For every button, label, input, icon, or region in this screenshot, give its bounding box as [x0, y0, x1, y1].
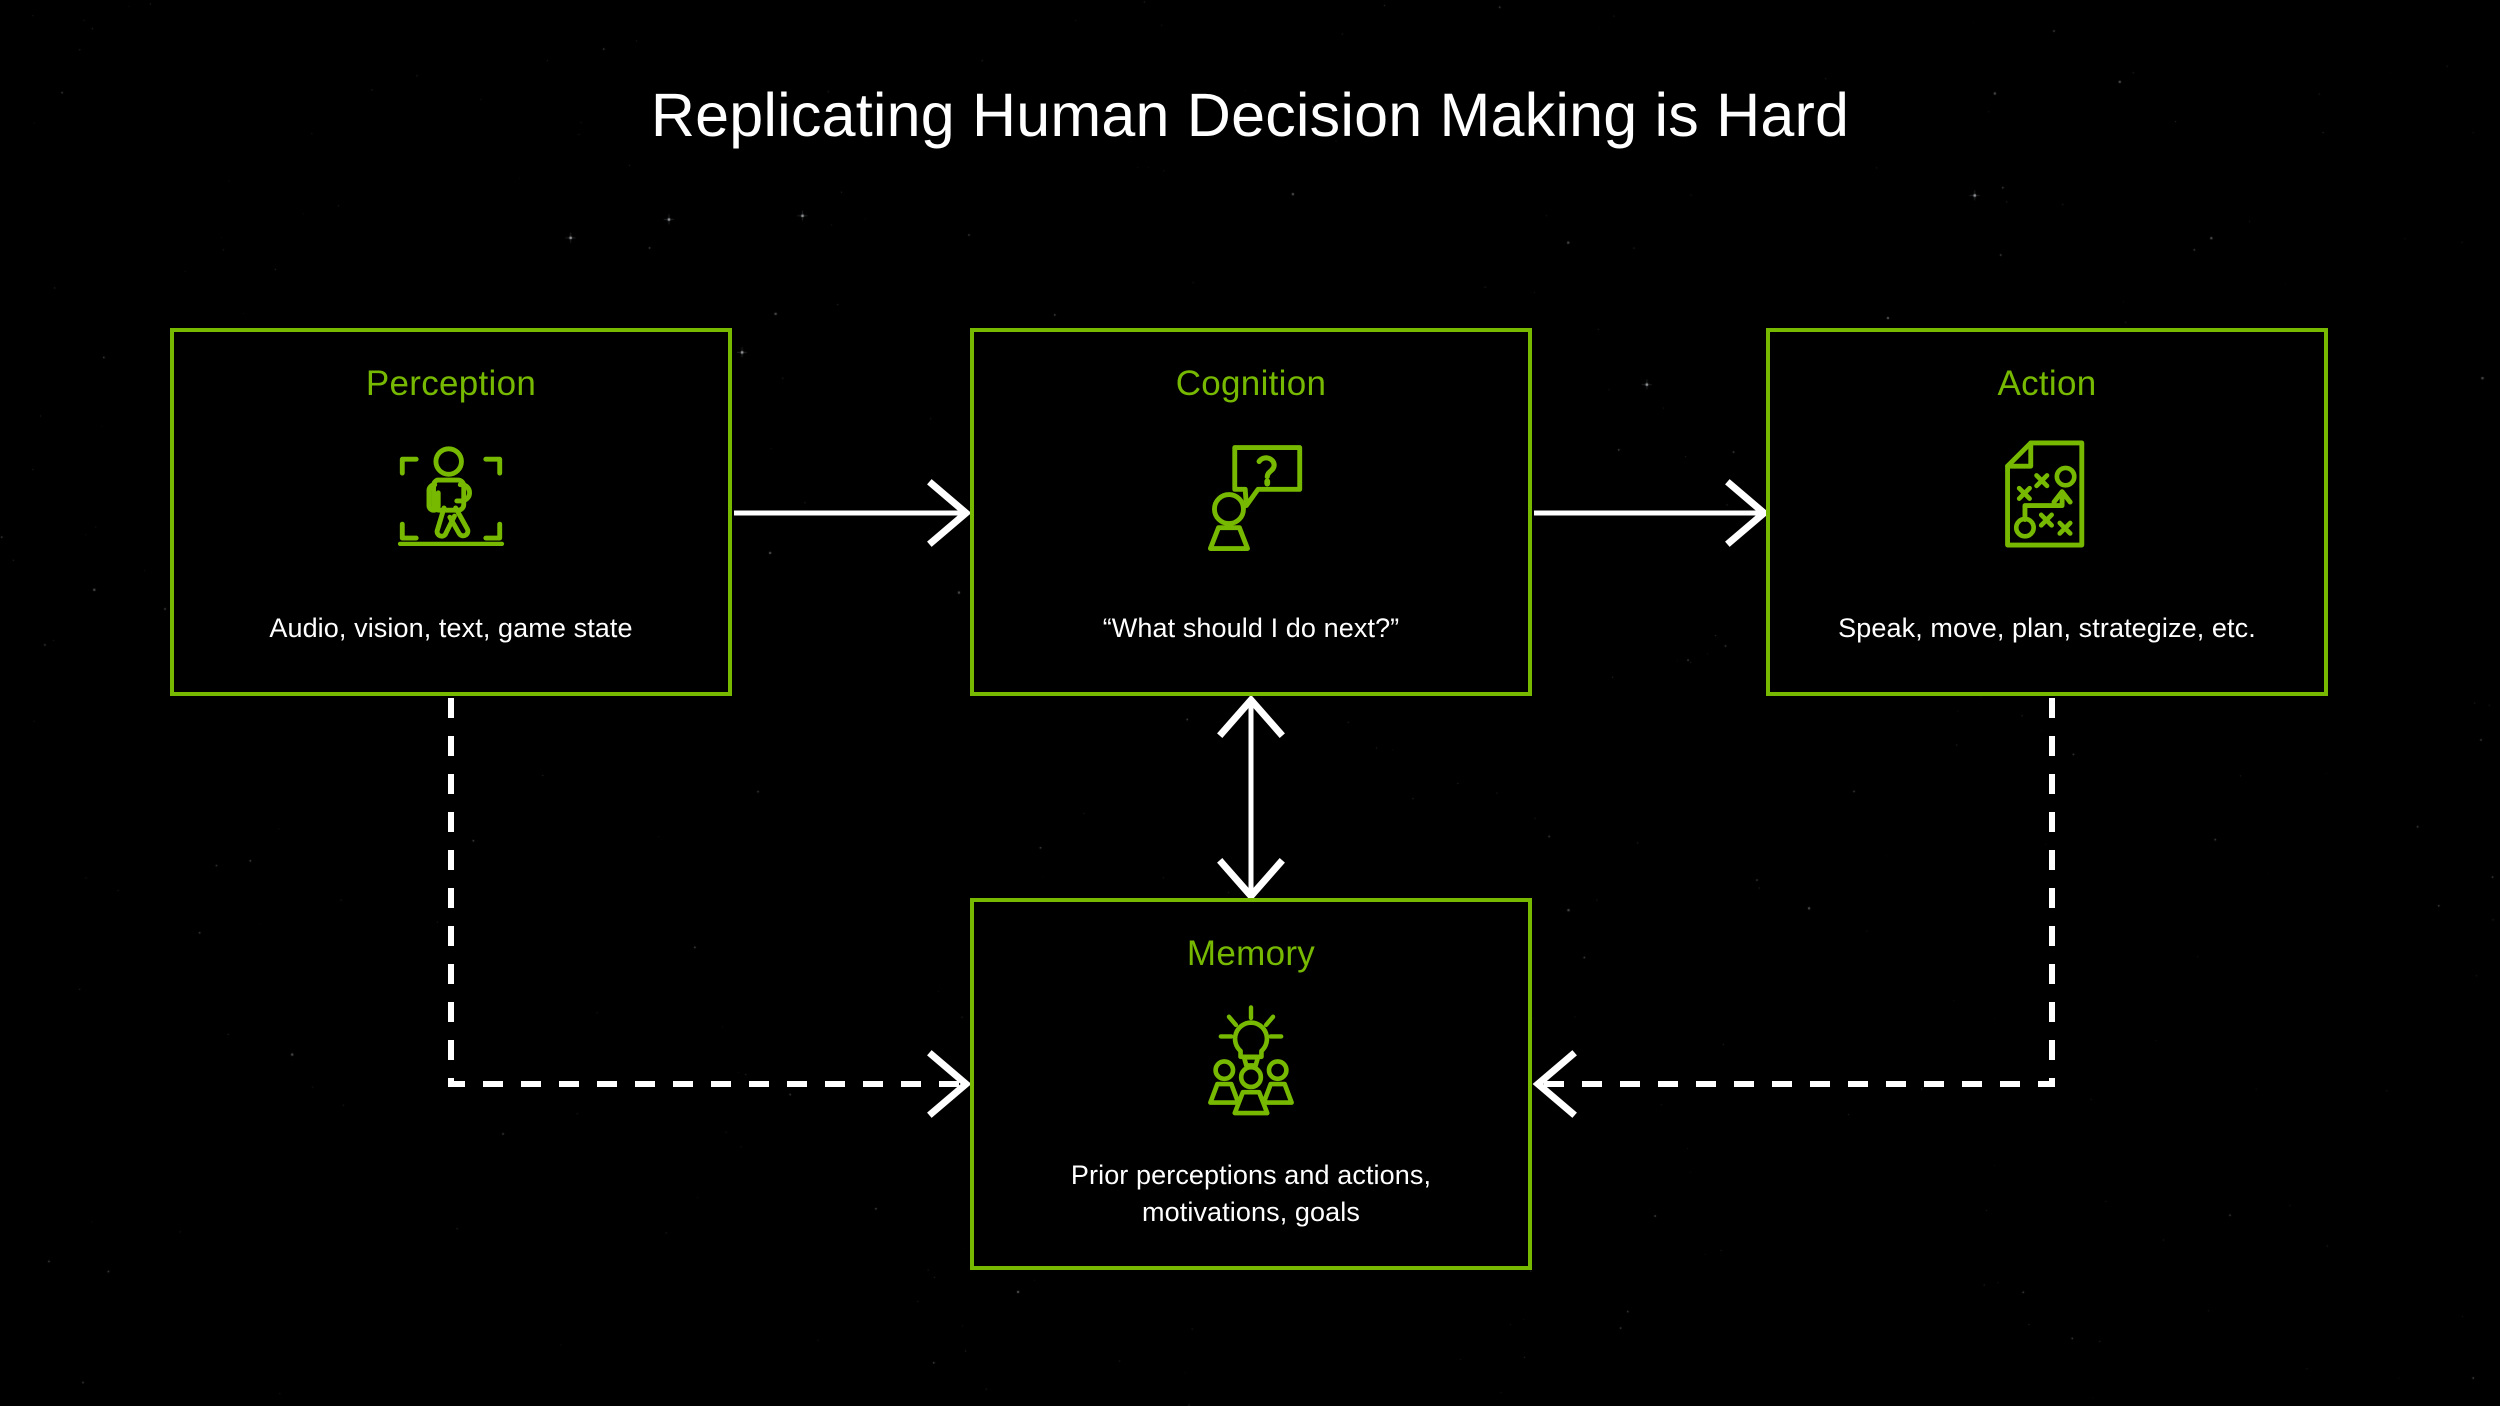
node-box-action[interactable]: Action	[1766, 328, 2328, 696]
node-caption-action: Speak, move, plan, strategize, etc.	[1838, 612, 2256, 643]
node-caption-cognition: “What should I do next?”	[1102, 612, 1400, 643]
strategy-playbook-icon	[1989, 436, 2105, 552]
node-title-action: Action	[1997, 364, 2097, 403]
node-caption-memory-line2: motivations, goals	[1142, 1196, 1360, 1227]
node-caption-memory: Prior perceptions and actions, motivatio…	[988, 1157, 1514, 1230]
person-in-viewfinder-icon	[393, 436, 509, 552]
node-box-memory[interactable]: Memory	[970, 898, 1532, 1270]
node-box-perception[interactable]: Perception	[170, 328, 732, 696]
node-title-memory: Memory	[1186, 934, 1316, 973]
node-caption-memory-line1: Prior perceptions and actions,	[1070, 1160, 1432, 1191]
node-title-cognition: Cognition	[1175, 364, 1327, 403]
node-title-perception: Perception	[365, 364, 537, 403]
page-title: Replicating Human Decision Making is Har…	[650, 81, 1850, 149]
lightbulb-over-people-icon	[1193, 1004, 1309, 1120]
node-box-cognition[interactable]: Cognition “What should I do next?”	[970, 328, 1532, 696]
person-question-bubble-icon	[1193, 436, 1309, 552]
node-caption-perception: Audio, vision, text, game state	[269, 612, 633, 643]
